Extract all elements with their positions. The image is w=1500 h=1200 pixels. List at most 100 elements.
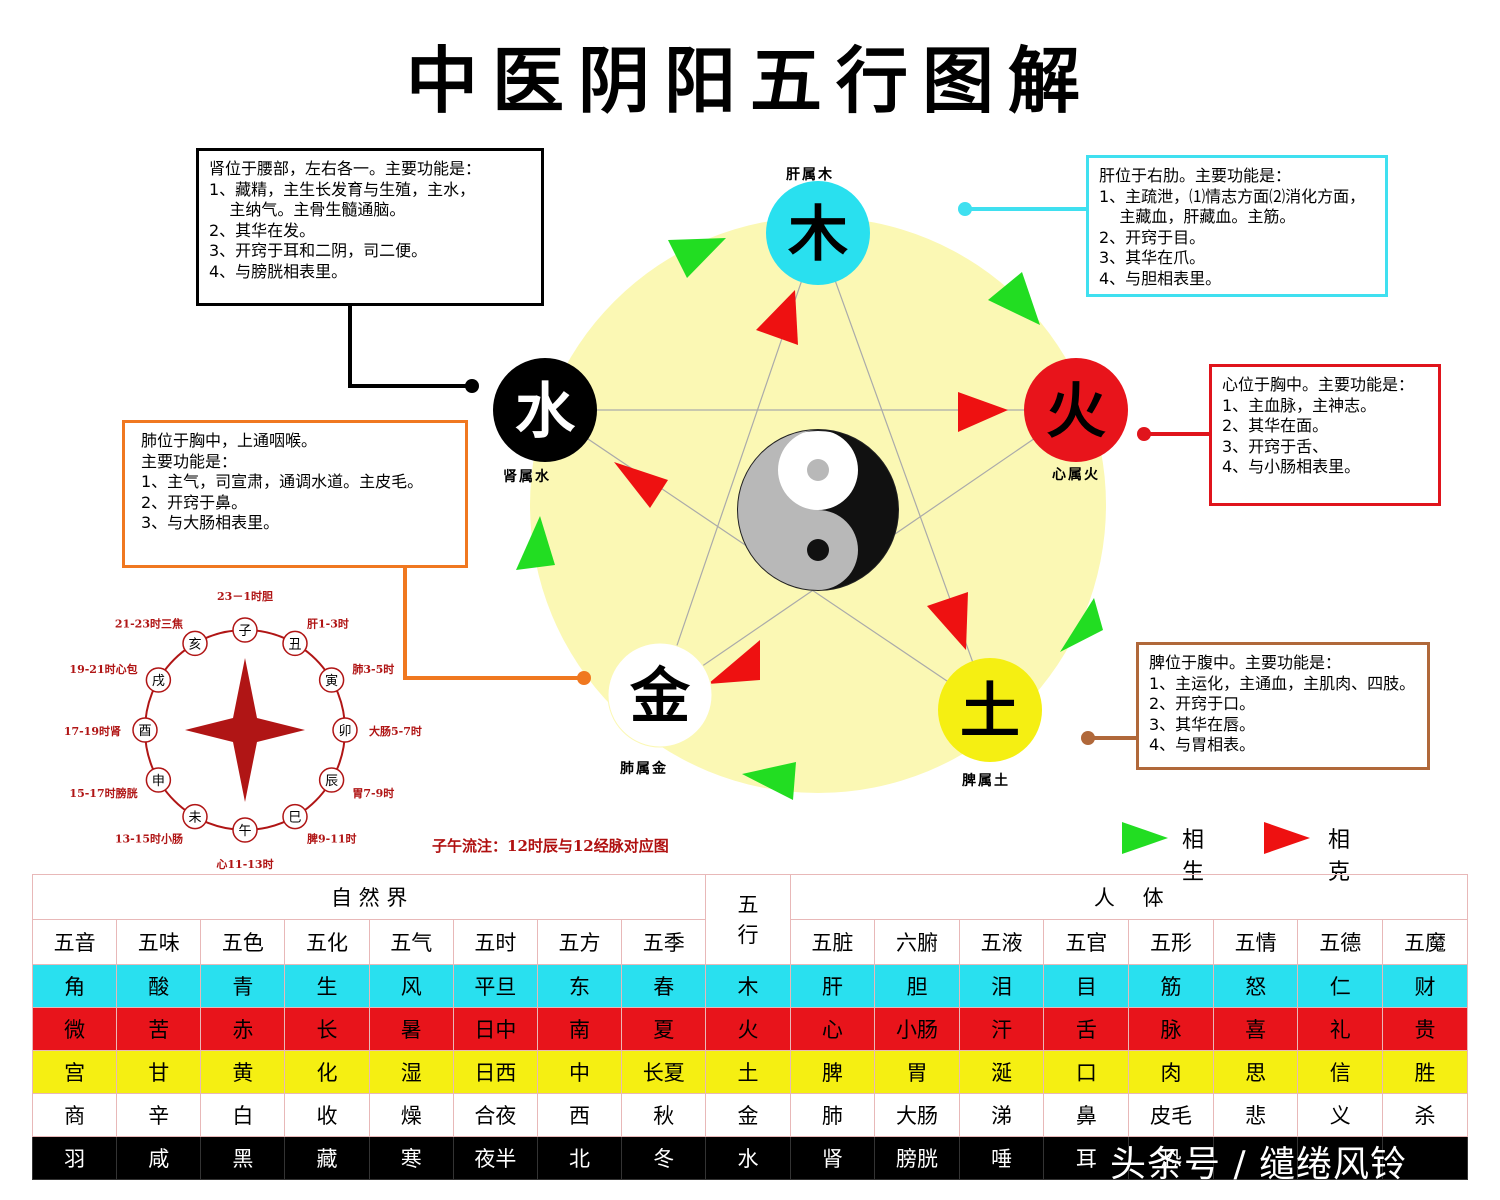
- table-cell: 肾: [789, 1136, 876, 1180]
- lung-connector: [403, 568, 580, 680]
- table-cell: 信: [1297, 1050, 1384, 1094]
- table-cell: 辛: [116, 1093, 202, 1137]
- info-line: 2、开窍于鼻。: [141, 492, 248, 512]
- table-cell: 东: [536, 964, 623, 1008]
- correspondence-table: 自 然 界五 行人 体五音五味五色五化五气五时五方五季五脏六腑五液五官五形五情五…: [31, 874, 1469, 1180]
- branch-node: 子: [232, 617, 258, 643]
- fire-node: 火: [1024, 358, 1128, 462]
- branch-node: 未: [182, 803, 208, 830]
- info-line: 1、主血脉，主神志。: [1222, 395, 1377, 415]
- table-cell: [1297, 1136, 1384, 1180]
- branch-node: 午: [232, 817, 258, 843]
- table-cell: 南: [536, 1007, 623, 1051]
- column-header: 五气: [368, 919, 454, 965]
- heart-info-box: 心位于胸中。主要功能是：1、主血脉，主神志。2、其华在面。3、开窍于舌、4、与小…: [1209, 364, 1441, 506]
- table-cell: 春: [621, 964, 707, 1008]
- branch-label: 寅: [325, 673, 338, 689]
- restrain-arrow: [614, 462, 668, 508]
- table-cell: 收: [284, 1093, 370, 1137]
- branch-label: 辰: [325, 774, 338, 789]
- table-cell: 角: [31, 964, 118, 1008]
- info-line: 4、与小肠相表里。: [1222, 457, 1361, 476]
- table-cell: 义: [1297, 1093, 1384, 1137]
- table-cell: 小肠: [874, 1007, 960, 1051]
- table-row: 商辛白收燥合夜西秋金肺大肠涕鼻皮毛悲义杀: [31, 1093, 1468, 1137]
- meridian-label: 21-23时三焦: [115, 617, 183, 631]
- restrain-arrow: [927, 592, 968, 650]
- table-cell: 化: [284, 1050, 370, 1094]
- table-cell: 胆: [874, 964, 960, 1008]
- column-header: 五脏: [789, 919, 876, 965]
- table-cell: 金: [705, 1093, 791, 1137]
- table-cell: 礼: [1297, 1007, 1384, 1051]
- branch-node: 酉: [132, 717, 158, 743]
- legend-generate-arrow: [1122, 822, 1168, 854]
- table-cell: 日中: [452, 1007, 538, 1051]
- table-cell: 涕: [958, 1093, 1045, 1137]
- generate-arrow: [988, 272, 1040, 325]
- info-line: 1、主气，司宣肃，通调水道。主皮毛。: [141, 472, 424, 491]
- table-cell: 贵: [1382, 1007, 1468, 1051]
- table-cell: 膀胱: [874, 1136, 960, 1180]
- info-line: 3、开窍于舌、: [1222, 436, 1329, 456]
- metal-label: 肺属金: [620, 761, 668, 777]
- info-line: 主藏血，肝藏血。主筋。: [1099, 207, 1296, 226]
- body-group-header: 人 体: [789, 874, 1469, 920]
- liver-info-box: 肝位于右肋。主要功能是：1、主疏泄，⑴情志方面⑵消化方面， 主藏血，肝藏血。主筋…: [1086, 155, 1388, 297]
- table-cell: 秋: [621, 1093, 707, 1137]
- meridian-label: 心11-13时: [216, 857, 273, 871]
- info-line: 3、开窍于耳和二阴，司二便。: [209, 241, 428, 260]
- table-cell: 肺: [789, 1093, 876, 1137]
- meridian-label: 肝1-3时: [307, 617, 349, 631]
- compass-star-icon: [185, 658, 305, 802]
- generate-arrow: [516, 516, 555, 570]
- branch-label: 未: [188, 811, 201, 826]
- table-cell: 酸: [116, 964, 202, 1008]
- generate-arrow: [1060, 598, 1103, 652]
- table-cell: 大肠: [874, 1093, 960, 1137]
- generate-arrow: [742, 762, 796, 800]
- table-cell: 青: [200, 964, 286, 1008]
- meridian-label: 17-19时肾: [64, 724, 121, 738]
- column-header: 五味: [116, 919, 202, 965]
- watermark: 头条号 / 缱绻风铃: [1110, 1144, 1408, 1185]
- info-line: 2、其华在发。: [209, 220, 316, 240]
- table-cell: 微: [31, 1007, 118, 1051]
- table-cell: 长夏: [621, 1050, 707, 1094]
- column-header: 五音: [31, 919, 118, 965]
- table-row: 羽咸黑藏寒夜半北冬水肾膀胱唾耳恐: [31, 1136, 1468, 1180]
- info-line: 脾位于腹中。主要功能是：: [1149, 653, 1342, 672]
- table-cell: 宫: [31, 1050, 118, 1094]
- table-cell: 喜: [1212, 1007, 1299, 1051]
- table-cell: 火: [705, 1007, 791, 1051]
- table-cell: 胜: [1382, 1050, 1468, 1094]
- meridian-label: 肺3-5时: [352, 662, 394, 676]
- page-title: 中医阴阳五行图解: [405, 38, 1094, 123]
- table-cell: 燥: [368, 1093, 454, 1137]
- branch-label: 亥: [188, 637, 201, 652]
- fire-char: 火: [1046, 377, 1106, 447]
- meridian-label: 胃7-9时: [352, 786, 394, 800]
- branch-label: 卯: [338, 724, 351, 739]
- table-cell: 筋: [1128, 964, 1214, 1008]
- branch-node: 巳: [282, 803, 308, 830]
- info-line: 2、开窍于口。: [1149, 694, 1256, 713]
- column-header: 五时: [452, 919, 538, 965]
- earth-char: 土: [960, 677, 1020, 747]
- table-cell: 肝: [789, 964, 876, 1008]
- column-header: 五情: [1212, 919, 1299, 965]
- column-header: 五色: [200, 919, 286, 965]
- info-line: 心位于胸中。主要功能是：: [1222, 375, 1415, 394]
- table-cell: 风: [368, 964, 454, 1008]
- table-cell: 思: [1212, 1050, 1299, 1094]
- branch-node: 亥: [182, 630, 208, 657]
- table-cell: 黑: [200, 1136, 286, 1180]
- legend-restrain-arrow: [1264, 822, 1310, 854]
- info-line: 4、与膀胱相表里。: [209, 261, 348, 281]
- table-cell: 心: [789, 1007, 876, 1051]
- table-cell: 冬: [621, 1136, 707, 1180]
- table-cell: 甘: [116, 1050, 202, 1094]
- column-header: 五方: [536, 919, 623, 965]
- five-elements-header: 五 行: [705, 874, 791, 965]
